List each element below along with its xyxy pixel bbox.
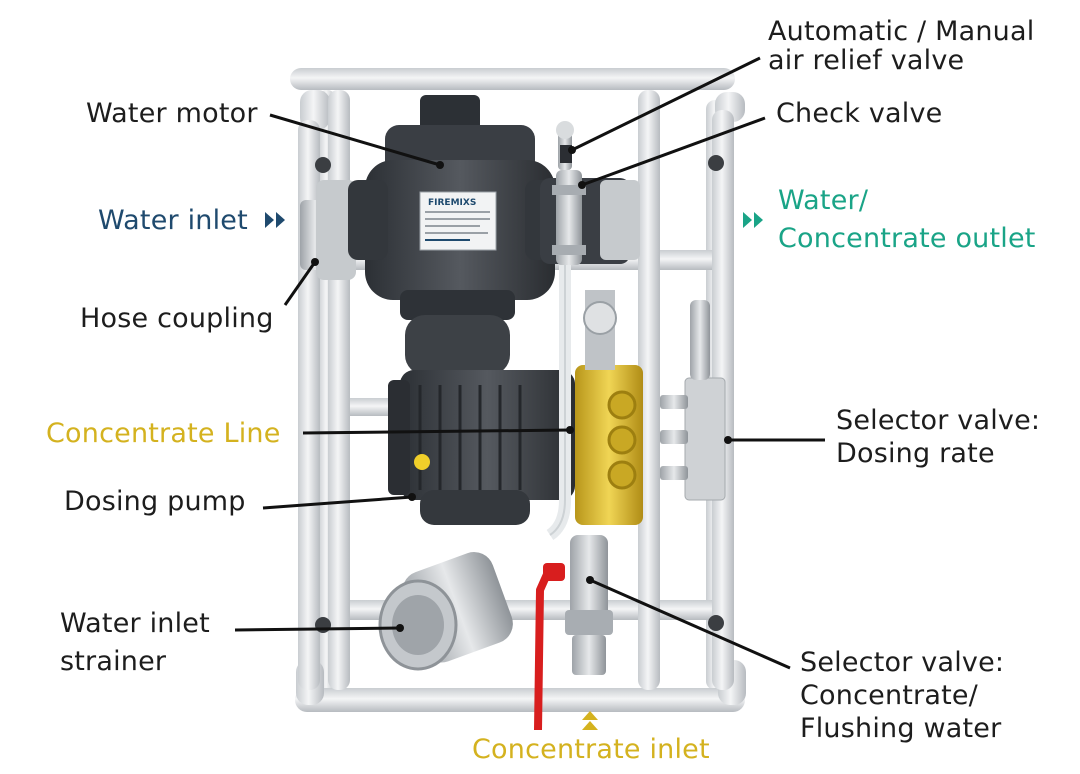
selector-valve-dosing-part: [660, 300, 726, 501]
dosing-pump-label: Dosing pump: [64, 486, 246, 517]
hose-coupling-part: [300, 180, 356, 280]
check-valve-part: [552, 170, 586, 265]
outlet-label: Water/ Concentrate outlet: [778, 185, 1036, 254]
selector-valve-concentrate-label: Selector valve: Concentrate/ Flushing wa…: [800, 647, 1005, 744]
frame: [290, 68, 746, 712]
water-motor-label: Water motor: [86, 98, 258, 129]
double-chevron-up-icon: [582, 711, 598, 730]
strainer-part: [378, 552, 513, 671]
check-valve-label: Check valve: [776, 98, 943, 129]
air-relief-valve-part: [556, 121, 574, 170]
selector-valve-dosing-label: Selector valve: Dosing rate: [836, 405, 1041, 469]
concentrate-line-label: Concentrate Line: [46, 418, 281, 449]
concentrate-inlet-label: Concentrate inlet: [472, 734, 710, 765]
dosing-pump-part: [388, 370, 575, 525]
water-inlet-label: Water inlet: [98, 205, 248, 236]
double-chevron-right-icon: [265, 212, 285, 228]
air-relief-valve-label: Automatic / Manual air relief valve: [768, 16, 1035, 76]
brass-manifold-part: [575, 290, 643, 525]
strainer-label: Water inlet strainer: [60, 608, 210, 677]
nameplate-brand: FIREMIXS: [428, 198, 476, 208]
double-chevron-right-icon: [743, 212, 763, 228]
hose-coupling-label: Hose coupling: [80, 303, 274, 334]
water-motor-part: FIREMIXS: [348, 95, 640, 375]
leader-lines: [234, 56, 825, 670]
